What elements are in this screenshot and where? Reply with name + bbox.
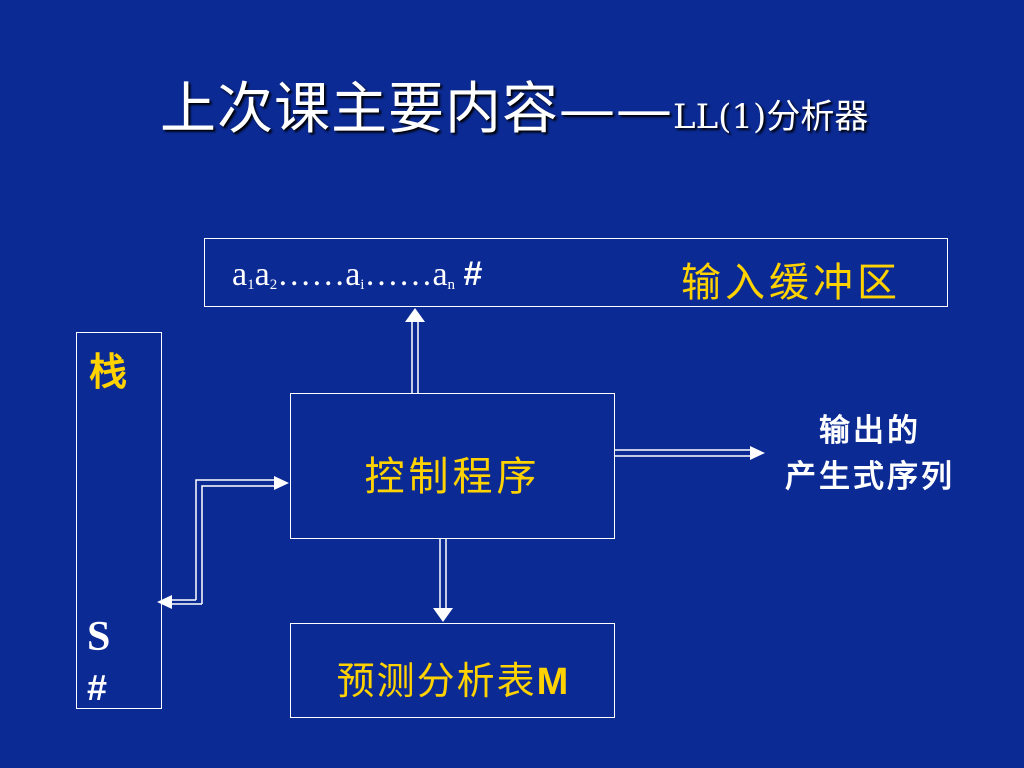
stack-label: 栈: [89, 349, 128, 394]
output-line-2: 产生式序列: [785, 459, 955, 495]
slide-title: 上次课主要内容——LL(1)分析器: [160, 82, 868, 138]
subscript-i: i: [360, 277, 365, 293]
arrow-control-to-input: [405, 308, 425, 393]
subscript-1: 1: [247, 277, 255, 293]
ellipsis-1: ……: [277, 256, 346, 293]
symbol-ai: a: [345, 256, 361, 293]
input-buffer-box: a1a2……ai……an # 输入缓冲区: [204, 238, 948, 307]
prediction-table-m: M: [536, 661, 569, 703]
input-sequence: a1a2……ai……an #: [232, 255, 482, 294]
stack-bottom-symbol: #: [87, 667, 108, 708]
input-buffer-label: 输入缓冲区: [681, 260, 901, 306]
symbol-an: a: [432, 256, 448, 293]
prediction-table-text: 预测分析表: [336, 659, 537, 703]
control-program-box: 控制程序: [290, 393, 615, 539]
prediction-table-label: 预测分析表M: [291, 650, 614, 705]
arrow-control-to-table: [433, 539, 453, 622]
arrow-control-to-output: [615, 446, 765, 460]
title-main: 上次课主要内容——: [160, 77, 673, 142]
stack-top-symbol: S: [87, 614, 111, 660]
stack-box: 栈 S #: [76, 332, 162, 709]
control-program-label: 控制程序: [364, 454, 541, 500]
output-label: 输出的 产生式序列: [760, 408, 980, 500]
prediction-table-box: 预测分析表M: [290, 623, 615, 718]
symbol-a2: a: [254, 256, 270, 293]
ellipsis-2: ……: [364, 256, 433, 293]
subscript-2: 2: [269, 277, 278, 293]
output-line-1: 输出的: [819, 413, 921, 449]
symbol-a1: a: [232, 256, 248, 293]
arrow-stack-control: [157, 476, 289, 609]
end-marker: #: [463, 255, 483, 293]
title-sub: LL(1)分析器: [673, 97, 869, 137]
subscript-n: n: [447, 277, 456, 293]
